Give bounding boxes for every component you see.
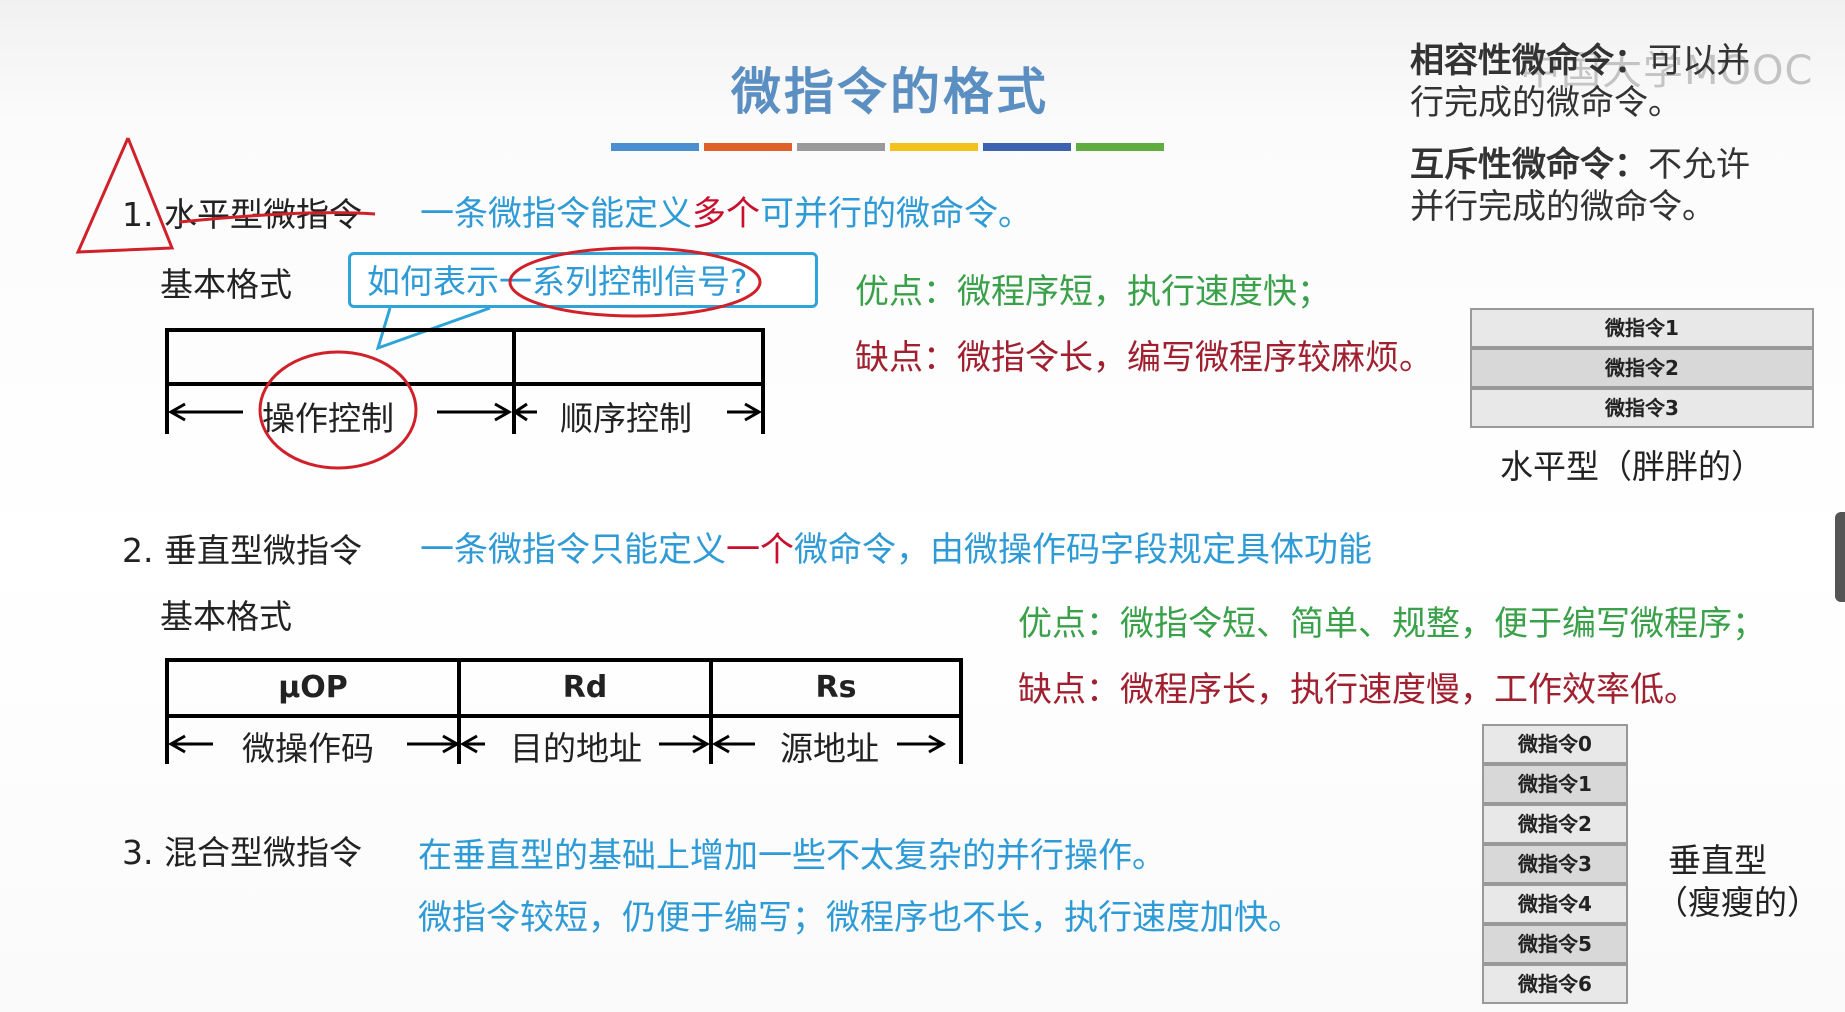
vertical-format-left-tick: [165, 718, 169, 764]
color-bar: [1076, 143, 1164, 151]
stack-item: 微指令1: [1470, 308, 1814, 348]
section3-heading: 3. 混合型微指令: [122, 833, 362, 872]
section1-desc-emph: 多个: [692, 194, 760, 234]
field-label-uop: 微操作码: [242, 729, 374, 768]
section1-basic-format: 基本格式: [160, 265, 292, 304]
section1-cons: 缺点：微指令长，编写微程序较麻烦。: [855, 338, 1433, 378]
horizontal-format-right-tick: [761, 386, 765, 434]
stack-item: 微指令3: [1470, 388, 1814, 428]
stack-item: 微指令0: [1482, 724, 1628, 764]
section3-line1: 在垂直型的基础上增加一些不太复杂的并行操作。: [418, 836, 1166, 876]
horizontal-format-divider: [512, 328, 516, 434]
vertical-stack: 微指令0 微指令1 微指令2 微指令3 微指令4 微指令5 微指令6: [1482, 724, 1628, 1004]
compatible-note: 相容性微命令：可以并 行完成的微命令。: [1410, 40, 1750, 124]
color-bar: [890, 143, 978, 151]
horizontal-format-box: [165, 328, 765, 386]
stack-item: 微指令4: [1482, 884, 1628, 924]
stack-item: 微指令6: [1482, 964, 1628, 1004]
exclusive-term: 互斥性微命令：: [1410, 145, 1648, 185]
vertical-caption-1: 垂直型: [1668, 841, 1767, 880]
section2-desc-emph: 一个: [726, 530, 794, 570]
field-label-rs: 源地址: [780, 729, 879, 768]
stack-item: 微指令5: [1482, 924, 1628, 964]
section2-basic-format: 基本格式: [160, 597, 292, 636]
compatible-text-1: 可以并: [1648, 41, 1750, 81]
section1-desc-part1: 一条微指令能定义: [420, 194, 692, 234]
vertical-format-divider-1: [457, 658, 461, 764]
vertical-format-right-tick: [959, 718, 963, 764]
section3-line2: 微指令较短，仍便于编写；微程序也不长，执行速度加快。: [418, 898, 1302, 938]
section1-desc: 一条微指令能定义多个可并行的微命令。: [420, 186, 1032, 235]
side-scroll-tab[interactable]: [1835, 512, 1845, 602]
section2-heading: 2. 垂直型微指令: [122, 531, 362, 570]
exclusive-text-1: 不允许: [1648, 145, 1750, 185]
color-bar: [797, 143, 885, 151]
color-bar: [704, 143, 792, 151]
horizontal-format-arrows: [167, 402, 763, 422]
section2-pros: 优点：微指令短、简单、规整，便于编写微程序；: [1018, 604, 1766, 644]
page-title: 微指令的格式: [731, 63, 1049, 121]
section1-pros: 优点：微程序短，执行速度快；: [855, 272, 1331, 312]
field-sequence-control: 顺序控制: [560, 399, 692, 438]
section1-desc-part2: 可并行的微命令。: [760, 194, 1032, 234]
compatible-text-2: 行完成的微命令。: [1410, 83, 1682, 123]
color-bar: [983, 143, 1071, 151]
watermark: 中国大学MOOC: [1520, 48, 1814, 94]
compatible-term: 相容性微命令：: [1410, 41, 1648, 81]
exclusive-note: 互斥性微命令：不允许 并行完成的微命令。: [1410, 144, 1750, 228]
color-bar: [611, 143, 699, 151]
section2-cons: 缺点：微程序长，执行速度慢，工作效率低。: [1018, 670, 1698, 710]
field-rs: Rs: [815, 670, 857, 705]
section2-desc: 一条微指令只能定义一个微命令，由微操作码字段规定具体功能: [420, 522, 1372, 571]
stack-item: 微指令3: [1482, 844, 1628, 884]
field-rd: Rd: [562, 670, 608, 705]
vertical-caption-2: （瘦瘦的）: [1655, 883, 1820, 922]
horizontal-stack: 微指令1 微指令2 微指令3: [1470, 308, 1814, 428]
stack-item: 微指令2: [1482, 804, 1628, 844]
stack-item: 微指令1: [1482, 764, 1628, 804]
exclusive-text-2: 并行完成的微命令。: [1410, 187, 1716, 227]
field-uop: μOP: [278, 670, 348, 705]
vertical-format-arrows: [167, 734, 947, 754]
horizontal-format-left-tick: [165, 386, 169, 434]
section2-desc-part1: 一条微指令只能定义: [420, 530, 726, 570]
section1-heading: 1. 水平型微指令: [122, 195, 362, 234]
horizontal-caption: 水平型（胖胖的）: [1500, 447, 1764, 486]
title-color-bars: [611, 143, 1164, 151]
vertical-format-box: [165, 658, 963, 718]
vertical-format-divider-2: [709, 658, 713, 764]
callout-box: 如何表示一系列控制信号?: [348, 252, 818, 308]
field-operation-control: 操作控制: [262, 399, 394, 438]
field-label-rd: 目的地址: [510, 729, 642, 768]
section2-desc-part2: 微命令，由微操作码字段规定具体功能: [794, 530, 1372, 570]
stack-item: 微指令2: [1470, 348, 1814, 388]
